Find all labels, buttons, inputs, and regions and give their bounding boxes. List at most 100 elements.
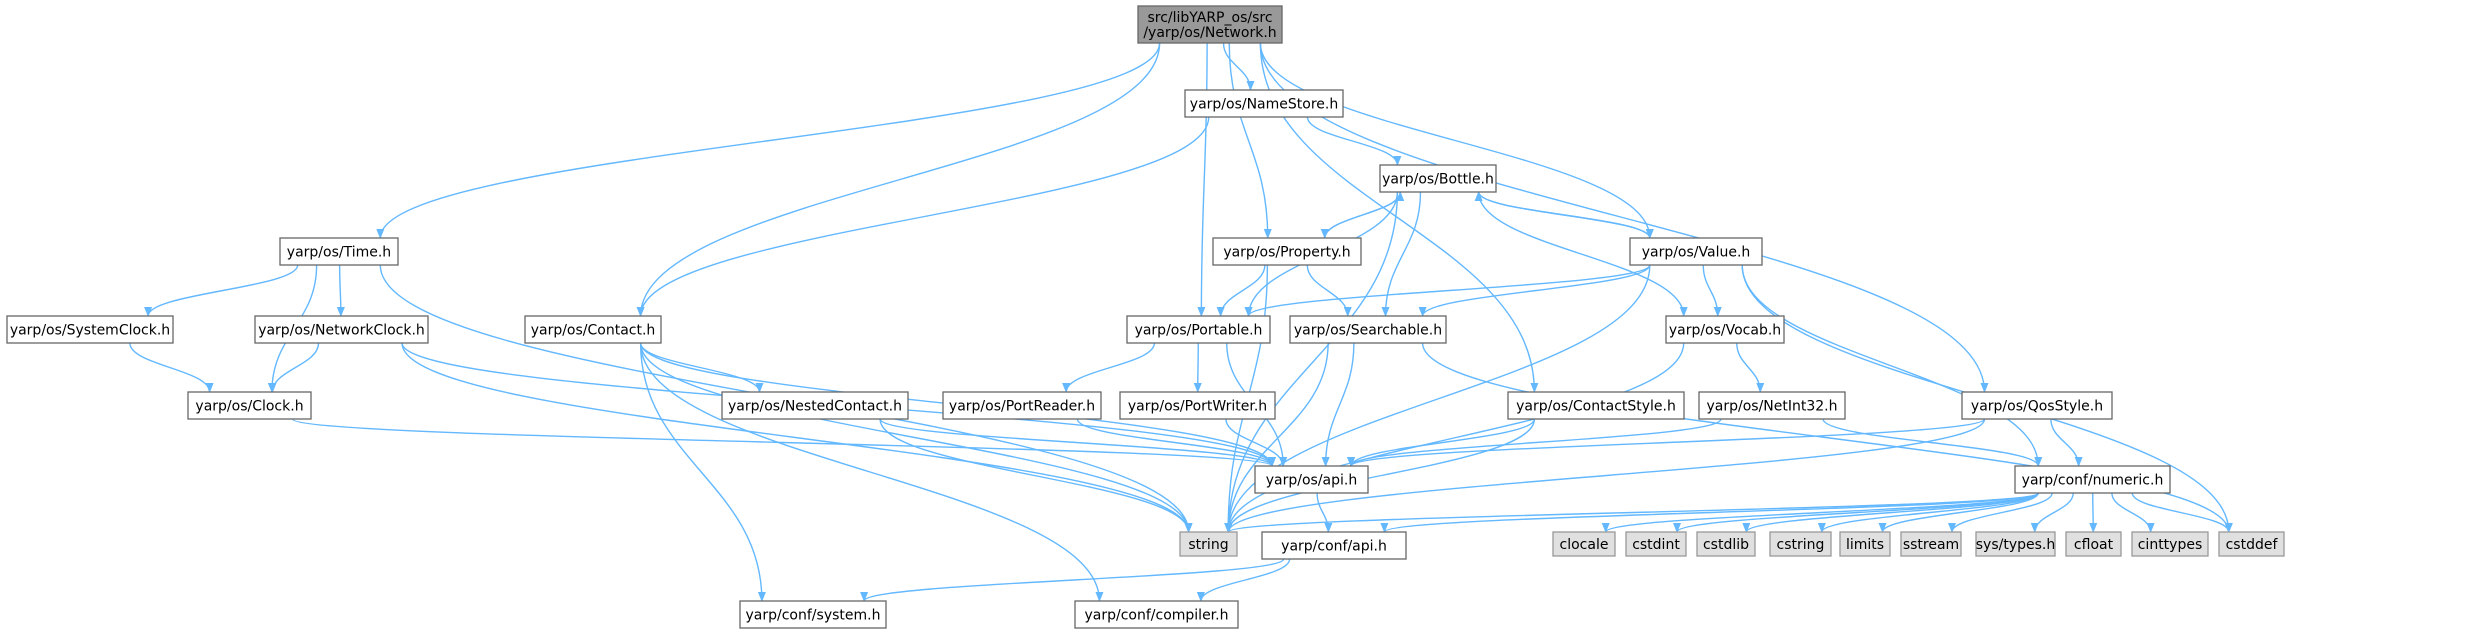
node-label: cfloat [2074, 537, 2114, 553]
edge-numeric-to-cstdint [1673, 492, 2039, 533]
edge-line [2050, 418, 2083, 467]
edge-bottle-to-vocab [1477, 191, 1688, 317]
edge-numeric-to-cstring [1817, 492, 2039, 533]
node-time[interactable]: yarp/os/Time.h [279, 237, 399, 266]
edge-property-to-bottle [1324, 191, 1405, 239]
edge-line [1474, 191, 1651, 239]
node-label: clocale [1560, 537, 1609, 553]
node-box [942, 391, 1102, 420]
node-box [1625, 531, 1687, 557]
node-cstring: cstring [1769, 531, 1832, 557]
node-clock[interactable]: yarp/os/Clock.h [187, 391, 312, 420]
node-contactstyle[interactable]: yarp/os/ContactStyle.h [1507, 391, 1685, 420]
node-label: cinttypes [2138, 537, 2203, 553]
edge-line [1702, 264, 1722, 317]
edge-confapi-to-confsystem [860, 558, 1285, 602]
node-netint32[interactable]: yarp/os/NetInt32.h [1698, 391, 1846, 420]
node-numeric[interactable]: yarp/conf/numeric.h [2014, 465, 2171, 494]
edge-numeric-to-cstdlib [1742, 492, 2039, 533]
edge-line [1673, 492, 2039, 533]
edge-line [1222, 42, 1255, 91]
node-label: yarp/os/SystemClock.h [10, 323, 170, 339]
node-box [1184, 89, 1344, 118]
node-label: limits [1846, 537, 1884, 553]
node-namestore[interactable]: yarp/os/NameStore.h [1184, 89, 1344, 118]
node-label: yarp/os/Bottle.h [1382, 172, 1494, 188]
node-vocab[interactable]: yarp/os/Vocab.h [1665, 315, 1785, 344]
edge-line [2111, 492, 2155, 533]
node-label: cstring [1777, 537, 1825, 553]
edge-confapi-to-confcompiler [1196, 558, 1291, 602]
node-box [1379, 164, 1497, 193]
node-confcompiler[interactable]: yarp/conf/compiler.h [1074, 600, 1239, 629]
node-cfloat: cfloat [2065, 531, 2122, 557]
edge-property-to-portable [1216, 264, 1266, 317]
node-box [1696, 531, 1756, 557]
node-box [1552, 531, 1616, 557]
node-box [1839, 531, 1891, 557]
edge-line [1306, 116, 1402, 166]
node-label: /yarp/os/Network.h [1143, 25, 1276, 41]
edge-line [1224, 492, 2039, 533]
node-confapi[interactable]: yarp/conf/api.h [1261, 531, 1407, 560]
node-sstream: sstream [1900, 531, 1962, 557]
edge-line [1477, 191, 1688, 317]
edge-numeric-to-systypes [2030, 492, 2074, 533]
edge-line [1224, 264, 1651, 533]
edge-line [1062, 342, 1156, 393]
node-label: yarp/conf/compiler.h [1085, 608, 1229, 624]
node-systemclock[interactable]: yarp/os/SystemClock.h [6, 315, 174, 344]
node-searchable[interactable]: yarp/os/Searchable.h [1289, 315, 1447, 344]
edge-line [636, 116, 1210, 317]
node-box [254, 315, 429, 344]
node-portwriter[interactable]: yarp/os/PortWriter.h [1119, 391, 1276, 420]
edge-time-to-systemclock [144, 264, 299, 317]
edge-networkclock-to-clock [268, 342, 320, 393]
node-box [1629, 237, 1763, 266]
edge-line [1306, 264, 1352, 317]
edge-value-to-bottle [1474, 191, 1651, 239]
edge-contact-to-confcompiler [639, 342, 1104, 602]
edge-root-to-contact [636, 42, 1161, 317]
edge-line [1316, 492, 1333, 533]
node-nestedcontact[interactable]: yarp/os/NestedContact.h [721, 391, 909, 420]
node-portable[interactable]: yarp/os/Portable.h [1126, 315, 1271, 344]
node-systypes: sys/types.h [1975, 531, 2056, 557]
node-box [1961, 391, 2113, 420]
node-label: yarp/os/api.h [1266, 473, 1357, 489]
node-contact[interactable]: yarp/os/Contact.h [524, 315, 662, 344]
node-label: cstdint [1632, 537, 1680, 553]
node-qosstyle[interactable]: yarp/os/QosStyle.h [1961, 391, 2113, 420]
node-label: sstream [1903, 537, 1959, 553]
edge-line [1224, 418, 1536, 533]
node-box [279, 237, 399, 266]
node-portreader[interactable]: yarp/os/PortReader.h [942, 391, 1102, 420]
edge-line [879, 418, 1276, 467]
edge-vocab-to-string [1224, 342, 1685, 533]
node-bottle[interactable]: yarp/os/Bottle.h [1379, 164, 1497, 193]
node-osapi[interactable]: yarp/os/api.h [1254, 465, 1369, 494]
node-box [2131, 531, 2209, 557]
node-property[interactable]: yarp/os/Property.h [1212, 237, 1362, 266]
node-label: string [1188, 537, 1228, 553]
edge-line [639, 342, 1193, 533]
node-box [1698, 391, 1846, 420]
edge-root-to-namestore [1222, 42, 1255, 91]
edge-line [1817, 492, 2039, 533]
edge-bottle-to-searchable [1381, 191, 1422, 317]
edge-line [1228, 42, 1272, 239]
edge-property-to-searchable [1306, 264, 1352, 317]
node-root[interactable]: src/libYARP_os/src/yarp/os/Network.h [1137, 5, 1283, 44]
edge-line [1380, 492, 2039, 533]
edge-line [1224, 342, 1685, 533]
node-value[interactable]: yarp/os/Value.h [1629, 237, 1763, 266]
node-label: src/libYARP_os/src [1147, 10, 1272, 26]
edge-root-to-portable [1197, 42, 1208, 317]
edge-line [401, 342, 1193, 533]
edge-networkclock-to-string [401, 342, 1193, 533]
node-confsystem[interactable]: yarp/conf/system.h [739, 600, 887, 629]
edge-line [1259, 42, 1654, 239]
edge-portable-to-portwriter [1193, 342, 1202, 393]
node-networkclock[interactable]: yarp/os/NetworkClock.h [254, 315, 429, 344]
